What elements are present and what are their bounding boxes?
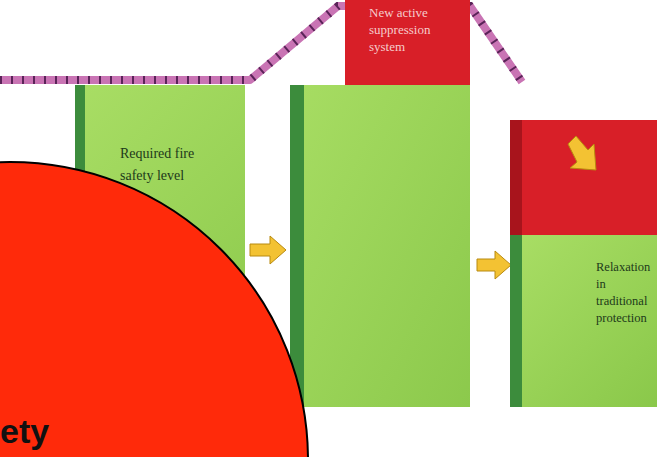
circle-shape [0,162,308,457]
flow-arrow [568,136,596,170]
flow-arrow [477,251,511,279]
fire-safety-column [304,85,470,407]
column-edge [510,120,522,235]
node-label: New active suppression system [369,4,459,55]
node-label: ety [0,412,80,450]
column-edge [290,85,304,407]
node-label: Required fire safety level [120,143,200,187]
node-label: Relaxation in traditional protection [596,259,657,327]
safety-circle: ety [0,160,310,457]
flow-arrow [250,236,286,264]
relaxed-protection-column: Relaxation in traditional protection [510,235,657,407]
suppression-box: New active suppression system [345,0,470,85]
suppression-block [522,120,657,235]
